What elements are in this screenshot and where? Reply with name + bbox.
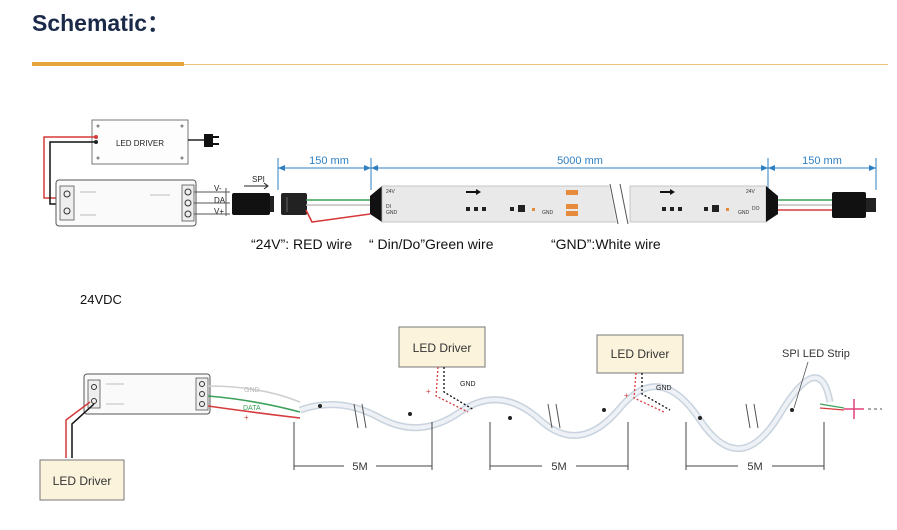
top-led-driver: LED DRIVER	[91, 119, 189, 165]
svg-text:V-: V-	[214, 184, 222, 193]
svg-text:LED Driver: LED Driver	[53, 474, 112, 488]
plus-wire-label: +	[244, 413, 249, 422]
input-connector-female	[281, 193, 307, 215]
bottom-controller	[83, 373, 211, 415]
bottom-led-driver-2: LED Driver GND +	[398, 326, 486, 413]
svg-text:LED Driver: LED Driver	[611, 347, 670, 361]
svg-text:V+: V+	[214, 207, 224, 216]
title-underline-accent	[32, 62, 184, 66]
output-connector	[832, 192, 876, 218]
dimension-middle: 5000 mm	[557, 155, 603, 167]
svg-text:GND: GND	[460, 381, 476, 388]
svg-text:DO: DO	[752, 206, 760, 212]
svg-text:GND: GND	[656, 385, 672, 392]
dimension-right: 150 mm	[802, 155, 842, 167]
svg-text:5M: 5M	[551, 461, 566, 473]
spi-label: SPI	[252, 175, 265, 184]
svg-text:5M: 5M	[352, 461, 367, 473]
data-wire-label: DATA	[243, 405, 261, 412]
svg-text:GND: GND	[386, 210, 398, 216]
svg-text:5M: 5M	[747, 461, 762, 473]
power-plug-icon	[188, 134, 219, 147]
svg-text:+: +	[624, 391, 629, 400]
green-wire-label: “ Din/Do”Green wire	[369, 236, 494, 252]
svg-text:24V: 24V	[386, 189, 396, 195]
bottom-led-driver-3: LED Driver GND +	[596, 334, 684, 413]
end-plus-icon	[844, 399, 882, 419]
top-controller	[55, 179, 197, 227]
red-wire-label: “24V”: RED wire	[251, 236, 353, 252]
input-connector	[232, 193, 274, 215]
top-driver-label: LED DRIVER	[116, 139, 164, 148]
dimension-lines: 150 mm 5000 mm 150 mm	[277, 154, 877, 190]
dimension-left: 150 mm	[309, 155, 349, 167]
svg-text:GND: GND	[738, 210, 750, 216]
svg-text:LED Driver: LED Driver	[413, 341, 472, 355]
title-underline	[184, 64, 888, 65]
svg-text:DI: DI	[386, 204, 391, 210]
bottom-led-strip	[298, 374, 834, 452]
white-wire-label: “GND”:White wire	[551, 236, 661, 252]
page-title: Schematic：	[32, 10, 171, 36]
bottom-led-driver-1: LED Driver	[39, 459, 125, 501]
svg-text:GND: GND	[542, 210, 554, 216]
top-led-strip: 24V DI GND GND 24V GND DO	[370, 183, 778, 225]
gnd-wire-label: GND	[244, 387, 260, 394]
voltage-label: 24VDC	[80, 292, 122, 307]
pin-labels: V- DA V+	[194, 184, 230, 216]
segment-dimensions: 5M 5M 5M	[293, 422, 825, 473]
svg-text:24V: 24V	[746, 189, 756, 195]
spi-led-strip-label: SPI LED Strip	[782, 348, 850, 360]
svg-text:+: +	[426, 387, 431, 396]
svg-text:DA: DA	[214, 196, 226, 205]
